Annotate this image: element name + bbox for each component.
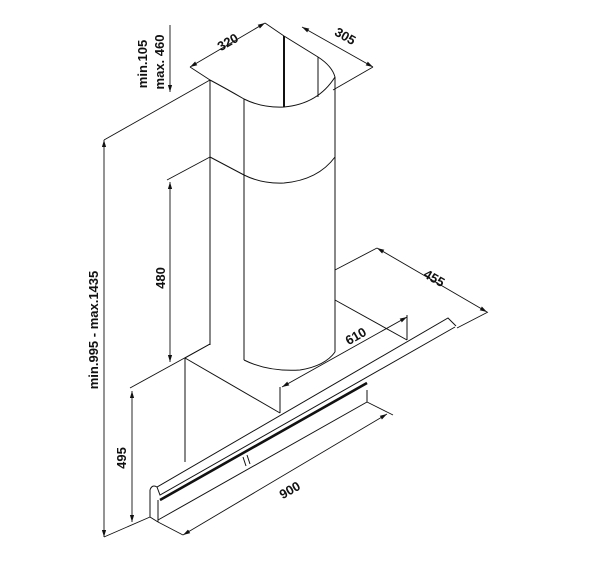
glass-panel <box>149 317 457 523</box>
chimney <box>209 35 336 371</box>
glass-height-label: 495 <box>114 447 129 469</box>
dimension-lines <box>101 22 489 538</box>
upper-max-label: max. 460 <box>152 35 167 90</box>
hood-width-label: 900 <box>277 478 303 502</box>
canopy <box>184 299 408 462</box>
upper-min-label: min.105 <box>135 40 150 88</box>
chimney-depth-label: 305 <box>332 24 358 48</box>
canopy-width-label: 610 <box>343 324 369 348</box>
total-height-label: min.995 - max.1435 <box>86 271 101 390</box>
chimney-height-label: 480 <box>153 267 168 289</box>
